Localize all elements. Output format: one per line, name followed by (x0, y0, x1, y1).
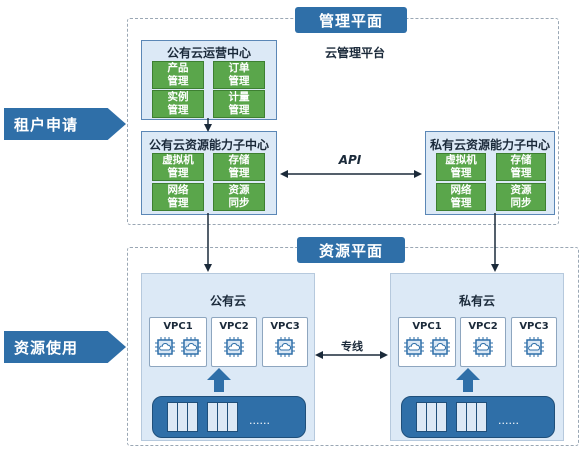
private-server-rack: ...... (401, 396, 555, 438)
up-arrow-icon (456, 368, 480, 392)
metering-management-button[interactable]: 计量 管理 (213, 90, 265, 118)
tenant-request-arrow: 租户申请 (4, 108, 126, 140)
server-icon (227, 402, 238, 432)
cloud-platform-label: 云管理平台 (324, 46, 385, 60)
private-vpc3[interactable]: VPC3 (511, 317, 557, 367)
server-icon (187, 402, 198, 432)
private-network-management-button[interactable]: 网络 管理 (436, 183, 486, 211)
public-resource-center-title: 公有云资源能力子中心 (148, 138, 269, 152)
public-cloud: 公有云 VPC1 VPC2 VPC3 ...... (141, 273, 315, 441)
api-label: API (338, 153, 362, 167)
cloud-chip-icon (155, 337, 175, 357)
private-vpc2-label: VPC2 (468, 321, 498, 332)
cloud-chip-icon (404, 337, 424, 357)
cloud-chip-icon (473, 337, 493, 357)
cloud-chip-icon (275, 337, 295, 357)
cloud-chip-icon (181, 337, 201, 357)
public-vpc2[interactable]: VPC2 (211, 317, 257, 367)
server-icon (436, 402, 447, 432)
resource-plane-title: 资源平面 (297, 237, 405, 263)
public-ops-center-title: 公有云运营中心 (166, 46, 251, 60)
private-resource-sync-button[interactable]: 资源 同步 (496, 183, 546, 211)
private-storage-management-button[interactable]: 存储 管理 (496, 153, 546, 181)
private-cloud: 私有云 VPC1 VPC2 VPC3 ...... (390, 273, 564, 441)
more-servers-label: ...... (498, 414, 519, 427)
public-storage-management-button[interactable]: 存储 管理 (213, 153, 265, 181)
dedicated-line-label: 专线 (341, 340, 363, 353)
public-resource-sync-button[interactable]: 资源 同步 (213, 183, 265, 211)
product-management-button[interactable]: 产品 管理 (152, 61, 204, 89)
public-network-management-button[interactable]: 网络 管理 (152, 183, 204, 211)
cloud-chip-icon (430, 337, 450, 357)
public-vpc3[interactable]: VPC3 (262, 317, 308, 367)
up-arrow-icon (207, 368, 231, 392)
private-resource-center-title: 私有云资源能力子中心 (429, 138, 550, 152)
private-cloud-title: 私有云 (458, 294, 495, 308)
private-vpc1-label: VPC1 (412, 321, 442, 332)
resource-use-arrow: 资源使用 (4, 331, 126, 363)
public-cloud-title: 公有云 (209, 294, 246, 308)
public-ops-center: 公有云运营中心 产品 管理 订单 管理 实例 管理 计量 管理 (141, 40, 277, 120)
private-vpc2[interactable]: VPC2 (460, 317, 506, 367)
public-vpc2-label: VPC2 (219, 321, 249, 332)
public-vpc3-label: VPC3 (270, 321, 300, 332)
server-icon (476, 402, 487, 432)
more-servers-label: ...... (249, 414, 270, 427)
cloud-chip-icon (224, 337, 244, 357)
public-vpc1[interactable]: VPC1 (149, 317, 207, 367)
private-resource-center: 私有云资源能力子中心 虚拟机 管理 存储 管理 网络 管理 资源 同步 (425, 131, 555, 215)
private-vpc1[interactable]: VPC1 (398, 317, 456, 367)
private-vpc3-label: VPC3 (519, 321, 549, 332)
public-vpc1-label: VPC1 (163, 321, 193, 332)
management-plane-title: 管理平面 (295, 7, 407, 33)
public-server-rack: ...... (152, 396, 306, 438)
instance-management-button[interactable]: 实例 管理 (152, 90, 204, 118)
public-vm-management-button[interactable]: 虚拟机 管理 (152, 153, 204, 181)
private-vm-management-button[interactable]: 虚拟机 管理 (436, 153, 486, 181)
cloud-chip-icon (524, 337, 544, 357)
order-management-button[interactable]: 订单 管理 (213, 61, 265, 89)
